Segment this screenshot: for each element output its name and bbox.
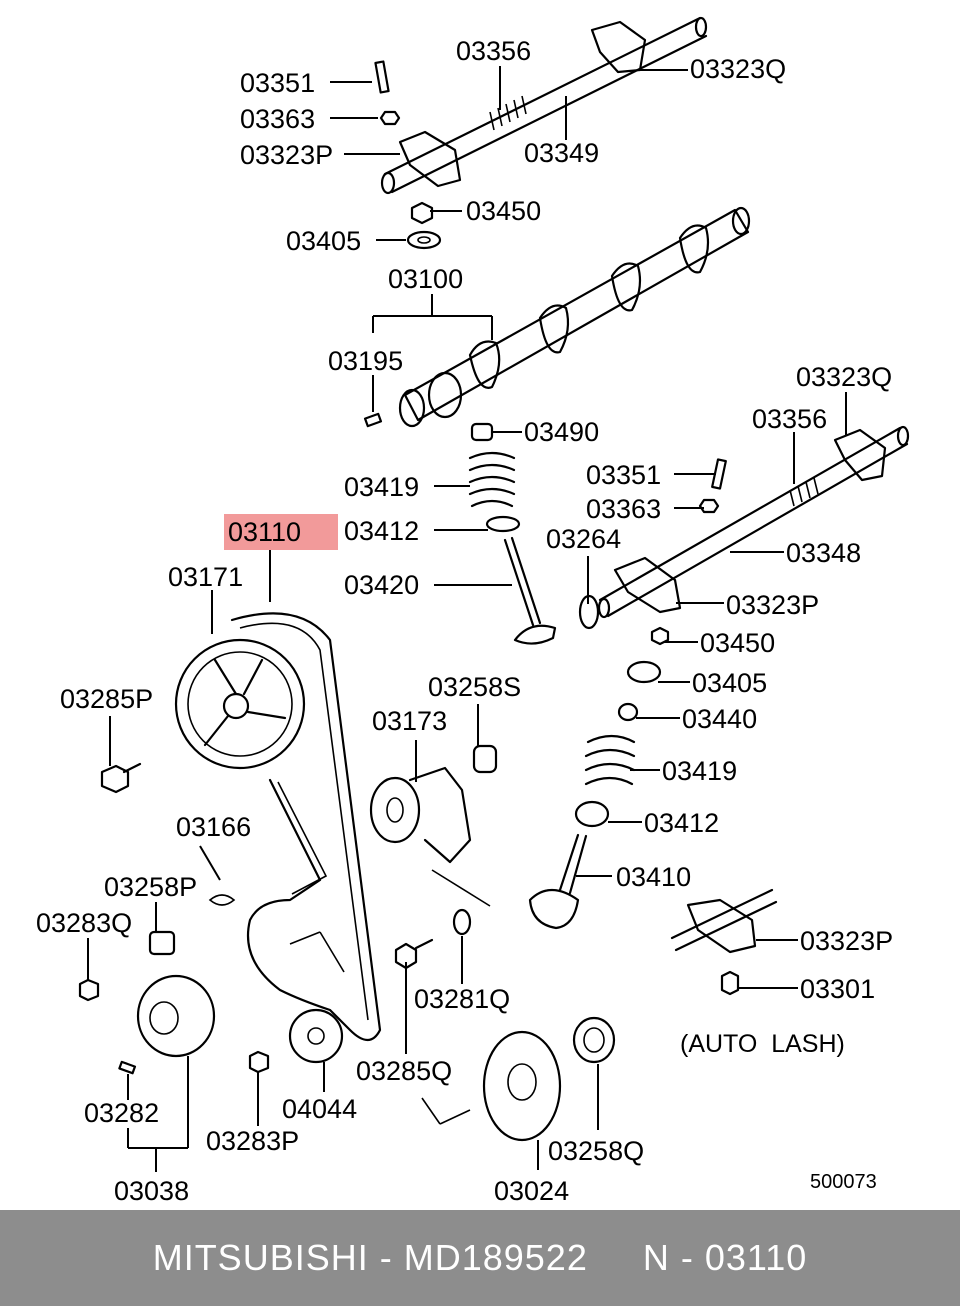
label-03450-right: 03450 — [700, 628, 775, 658]
timing-belt-system — [78, 612, 616, 1142]
label-03348: 03348 — [786, 538, 861, 568]
label-03024: 03024 — [494, 1176, 569, 1206]
label-03285P: 03285P — [60, 684, 153, 714]
label-03100: 03100 — [388, 264, 463, 294]
label-03450-upper: 03450 — [466, 196, 541, 226]
label-03356-right: 03356 — [752, 404, 827, 434]
label-03412-left: 03412 — [344, 516, 419, 546]
drawing-number: 500073 — [810, 1171, 877, 1193]
footer-brand: MITSUBISHI — [152, 1237, 369, 1278]
label-03301: 03301 — [800, 974, 875, 1004]
label-03285Q: 03285Q — [356, 1056, 452, 1086]
label-04044: 04044 — [282, 1094, 357, 1124]
label-03171: 03171 — [168, 562, 243, 592]
label-03356-upper: 03356 — [456, 36, 531, 66]
label-03351-right: 03351 — [586, 460, 661, 490]
label-03323P-upper: 03323P — [240, 140, 333, 170]
label-03110: 03110 — [228, 517, 301, 547]
label-03363-right: 03363 — [586, 494, 661, 524]
label-03419-left: 03419 — [344, 472, 419, 502]
label-03258Q: 03258Q — [548, 1136, 644, 1166]
label-03173: 03173 — [372, 706, 447, 736]
label-03038: 03038 — [114, 1176, 189, 1206]
label-03419-right: 03419 — [662, 756, 737, 786]
label-03420: 03420 — [344, 570, 419, 600]
label-03349: 03349 — [524, 138, 599, 168]
camshaft — [363, 206, 751, 428]
footer-gap — [588, 1237, 643, 1279]
label-03258S: 03258S — [428, 672, 521, 702]
label-03195: 03195 — [328, 346, 403, 376]
label-03323P-right: 03323P — [726, 590, 819, 620]
label-03283P: 03283P — [206, 1126, 299, 1156]
footer-separator: - — [368, 1237, 404, 1278]
label-03281Q: 03281Q — [414, 984, 510, 1014]
valve-parts-right — [528, 626, 670, 930]
label-03412-right: 03412 — [644, 808, 719, 838]
upper-rocker-shaft — [374, 16, 708, 195]
label-03405-right: 03405 — [692, 668, 767, 698]
auto-lash-rocker — [670, 888, 778, 996]
label-03490: 03490 — [524, 417, 599, 447]
label-03283Q: 03283Q — [36, 908, 132, 938]
leader-lines — [87, 66, 847, 1172]
exploded-parts-diagram: 03351 03356 03323Q 03363 03349 03323P 03… — [36, 16, 910, 1206]
lifter-small-parts-upper — [406, 201, 442, 250]
label-03264: 03264 — [546, 524, 621, 554]
label-03282: 03282 — [84, 1098, 159, 1128]
label-03323P-autolash: 03323P — [800, 926, 893, 956]
label-03440: 03440 — [682, 704, 757, 734]
label-03258P: 03258P — [104, 872, 197, 902]
label-auto-lash: (AUTO LASH) — [680, 1030, 845, 1058]
label-03351-upper: 03351 — [240, 68, 315, 98]
label-03166: 03166 — [176, 812, 251, 842]
part-number-footer: MITSUBISHI - MD189522 N - 03110 — [0, 1210, 960, 1306]
label-03323Q-right: 03323Q — [796, 362, 892, 392]
footer-reference: N - 03110 — [642, 1237, 808, 1278]
label-03323Q-upper: 03323Q — [690, 54, 786, 84]
label-03405-upper: 03405 — [286, 226, 361, 256]
part-labels: 03351 03356 03323Q 03363 03349 03323P 03… — [36, 36, 893, 1206]
valve-parts-left — [468, 422, 557, 645]
footer-part-number: MD189522 — [403, 1237, 588, 1278]
highlight-03110 — [224, 514, 338, 550]
label-03363-upper: 03363 — [240, 104, 315, 134]
label-03410: 03410 — [616, 862, 691, 892]
